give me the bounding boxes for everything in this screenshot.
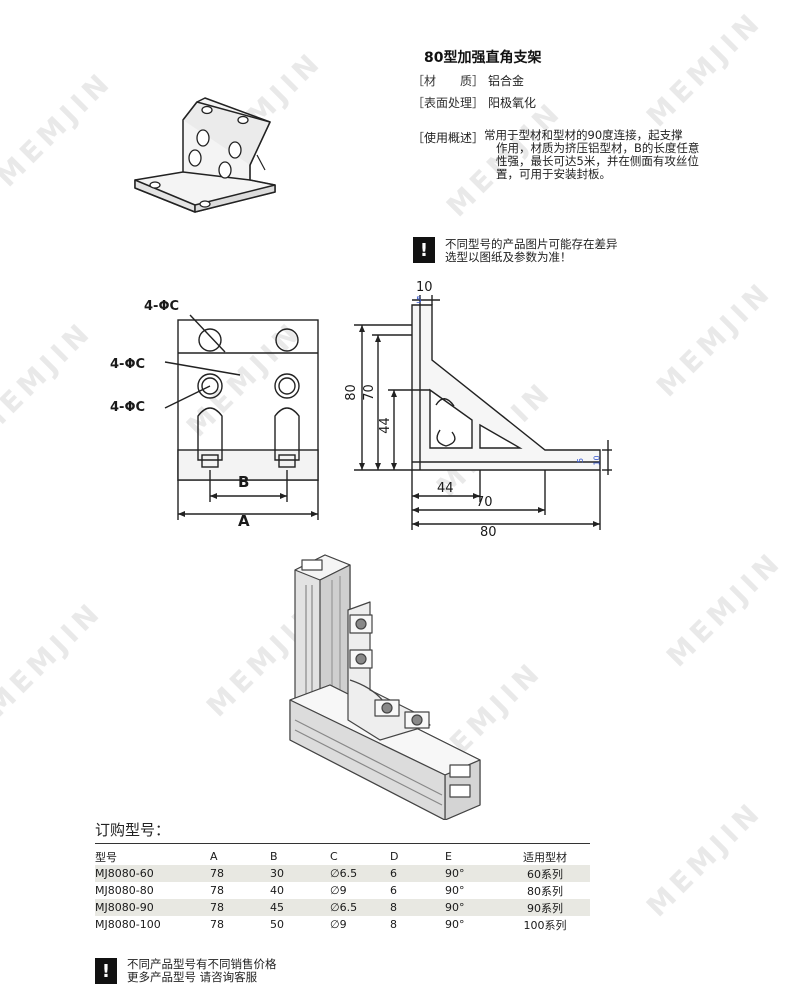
cell-d: 6 xyxy=(390,867,397,880)
table-header: D xyxy=(390,850,399,863)
fit-number: 80 xyxy=(527,884,541,898)
watermark: MEMJIN xyxy=(0,594,109,724)
dim-70-vertical: 70 xyxy=(361,384,377,401)
watermark: MEMJIN xyxy=(640,794,769,924)
notice-line: 选型以图纸及参数为准！ xyxy=(445,250,572,264)
fit-text: 系列 xyxy=(541,884,563,898)
dim-70-horizontal: 70 xyxy=(476,495,493,510)
product-title: 80型加强直角支架 xyxy=(424,50,542,66)
cell-model: MJ8080-60 xyxy=(95,867,154,880)
cell-d: 8 xyxy=(390,901,397,914)
table-header: E xyxy=(445,850,452,863)
fit-number: 90 xyxy=(527,901,541,915)
usage-text: 常用于型材和型材的90度连接，起支撑 作用，材质为挤压铝型材，B的长度任意 性强… xyxy=(484,129,714,181)
spec-value: 铝合金 xyxy=(488,74,525,88)
hole-label: 4-ΦC xyxy=(110,357,146,372)
dim-44-vertical: 44 xyxy=(377,417,393,434)
spec-label: ［表面处理］ xyxy=(412,96,485,110)
watermark: MEMJIN xyxy=(0,314,99,444)
dimension-b-label: B xyxy=(238,473,250,491)
warning-icon: ! xyxy=(95,958,117,984)
cell-fit: 60系列 xyxy=(500,865,590,882)
watermark: MEMJIN xyxy=(650,274,779,404)
cell-a: 78 xyxy=(210,884,224,897)
cell-b: 50 xyxy=(270,918,284,931)
usage-line: 性强，最长可达5米，并在侧面有攻丝位 xyxy=(496,154,699,168)
cell-e: 90° xyxy=(445,918,465,931)
table-header: 适用型材 xyxy=(523,850,567,864)
cell-c: ∅6.5 xyxy=(330,867,358,880)
usage-line: 常用于型材和型材的90度连接，起支撑 xyxy=(484,128,683,142)
table-header: B xyxy=(270,850,278,863)
cell-b: 45 xyxy=(270,901,284,914)
watermark: MEMJIN xyxy=(0,64,119,194)
usage-line: 置，可用于安装封板。 xyxy=(496,167,611,181)
hole-label: 4-ΦC xyxy=(110,400,146,415)
cell-d: 6 xyxy=(390,884,397,897)
notice-line: 不同型号的产品图片可能存在差异 xyxy=(445,237,618,251)
fit-number: 60 xyxy=(527,867,541,881)
table-top-rule xyxy=(95,843,590,844)
table-row: MJ8080-60 78 30 ∅6.5 6 90° 60系列 xyxy=(95,865,590,882)
fit-number: 100 xyxy=(523,918,545,932)
dim-top: 10 xyxy=(416,280,433,295)
watermark: MEMJIN xyxy=(640,4,769,134)
spec-material: ［材 质］铝合金 xyxy=(412,72,524,89)
table-row: MJ8080-80 78 40 ∅9 6 90° 80系列 xyxy=(95,882,590,899)
cell-e: 90° xyxy=(445,901,465,914)
footer-notice: 不同产品型号有不同销售价格 更多产品型号 请咨询客服 xyxy=(127,958,277,984)
cell-a: 78 xyxy=(210,867,224,880)
table-header: C xyxy=(330,850,338,863)
usage-label: ［使用概述］ xyxy=(412,131,485,145)
usage-line: 作用，材质为挤压铝型材，B的长度任意 xyxy=(496,141,700,155)
dim-10-right: 10 xyxy=(592,455,602,466)
spec-label: ［材 质］ xyxy=(412,74,485,88)
notice-text: 不同型号的产品图片可能存在差异 选型以图纸及参数为准！ xyxy=(445,238,618,264)
cell-c: ∅9 xyxy=(330,884,347,897)
cell-e: 90° xyxy=(445,884,465,897)
dim-80-vertical: 80 xyxy=(343,384,359,401)
cell-c: ∅6.5 xyxy=(330,901,358,914)
bracket-isometric-drawing xyxy=(134,97,276,213)
footer-line: 更多产品型号 请咨询客服 xyxy=(127,970,258,984)
dim-44-horizontal: 44 xyxy=(437,481,454,496)
table-row: MJ8080-100 78 50 ∅9 8 90° 100系列 xyxy=(95,916,590,933)
dimension-a-label: A xyxy=(238,512,250,530)
hole-label: 4-ΦC xyxy=(144,299,180,314)
order-table: 型号 A B C D E 适用型材 MJ8080-60 78 30 ∅6.5 6… xyxy=(95,848,590,933)
fit-text: 系列 xyxy=(541,867,563,881)
spec-value: 阳极氧化 xyxy=(488,96,537,110)
cell-model: MJ8080-90 xyxy=(95,901,154,914)
cell-model: MJ8080-80 xyxy=(95,884,154,897)
order-title: 订购型号： xyxy=(95,821,171,839)
cell-fit: 90系列 xyxy=(500,899,590,916)
dim-80-horizontal: 80 xyxy=(480,525,497,540)
table-header: A xyxy=(210,850,218,863)
cell-fit: 80系列 xyxy=(500,882,590,899)
front-view-drawing xyxy=(164,314,319,520)
fit-text: 系列 xyxy=(544,918,567,932)
table-row: MJ8080-90 78 45 ∅6.5 8 90° 90系列 xyxy=(95,899,590,916)
table-header-row: 型号 A B C D E 适用型材 xyxy=(95,848,590,865)
spec-surface: ［表面处理］阳极氧化 xyxy=(412,94,536,111)
table-header: 型号 xyxy=(95,850,117,864)
assembly-illustration xyxy=(289,554,481,820)
cell-e: 90° xyxy=(445,867,465,880)
watermark: MEMJIN xyxy=(660,544,789,674)
dim-small: 5 xyxy=(416,296,422,306)
warning-icon: ! xyxy=(413,237,435,263)
cell-b: 40 xyxy=(270,884,284,897)
cell-b: 30 xyxy=(270,867,284,880)
cell-model: MJ8080-100 xyxy=(95,918,161,931)
cell-a: 78 xyxy=(210,918,224,931)
cell-c: ∅9 xyxy=(330,918,347,931)
cell-d: 8 xyxy=(390,918,397,931)
footer-line: 不同产品型号有不同销售价格 xyxy=(127,957,277,971)
fit-text: 系列 xyxy=(541,901,563,915)
side-view-drawing xyxy=(354,295,612,530)
cell-fit: 100系列 xyxy=(500,916,590,933)
cell-a: 78 xyxy=(210,901,224,914)
dim-5-right: 5 xyxy=(576,457,586,464)
